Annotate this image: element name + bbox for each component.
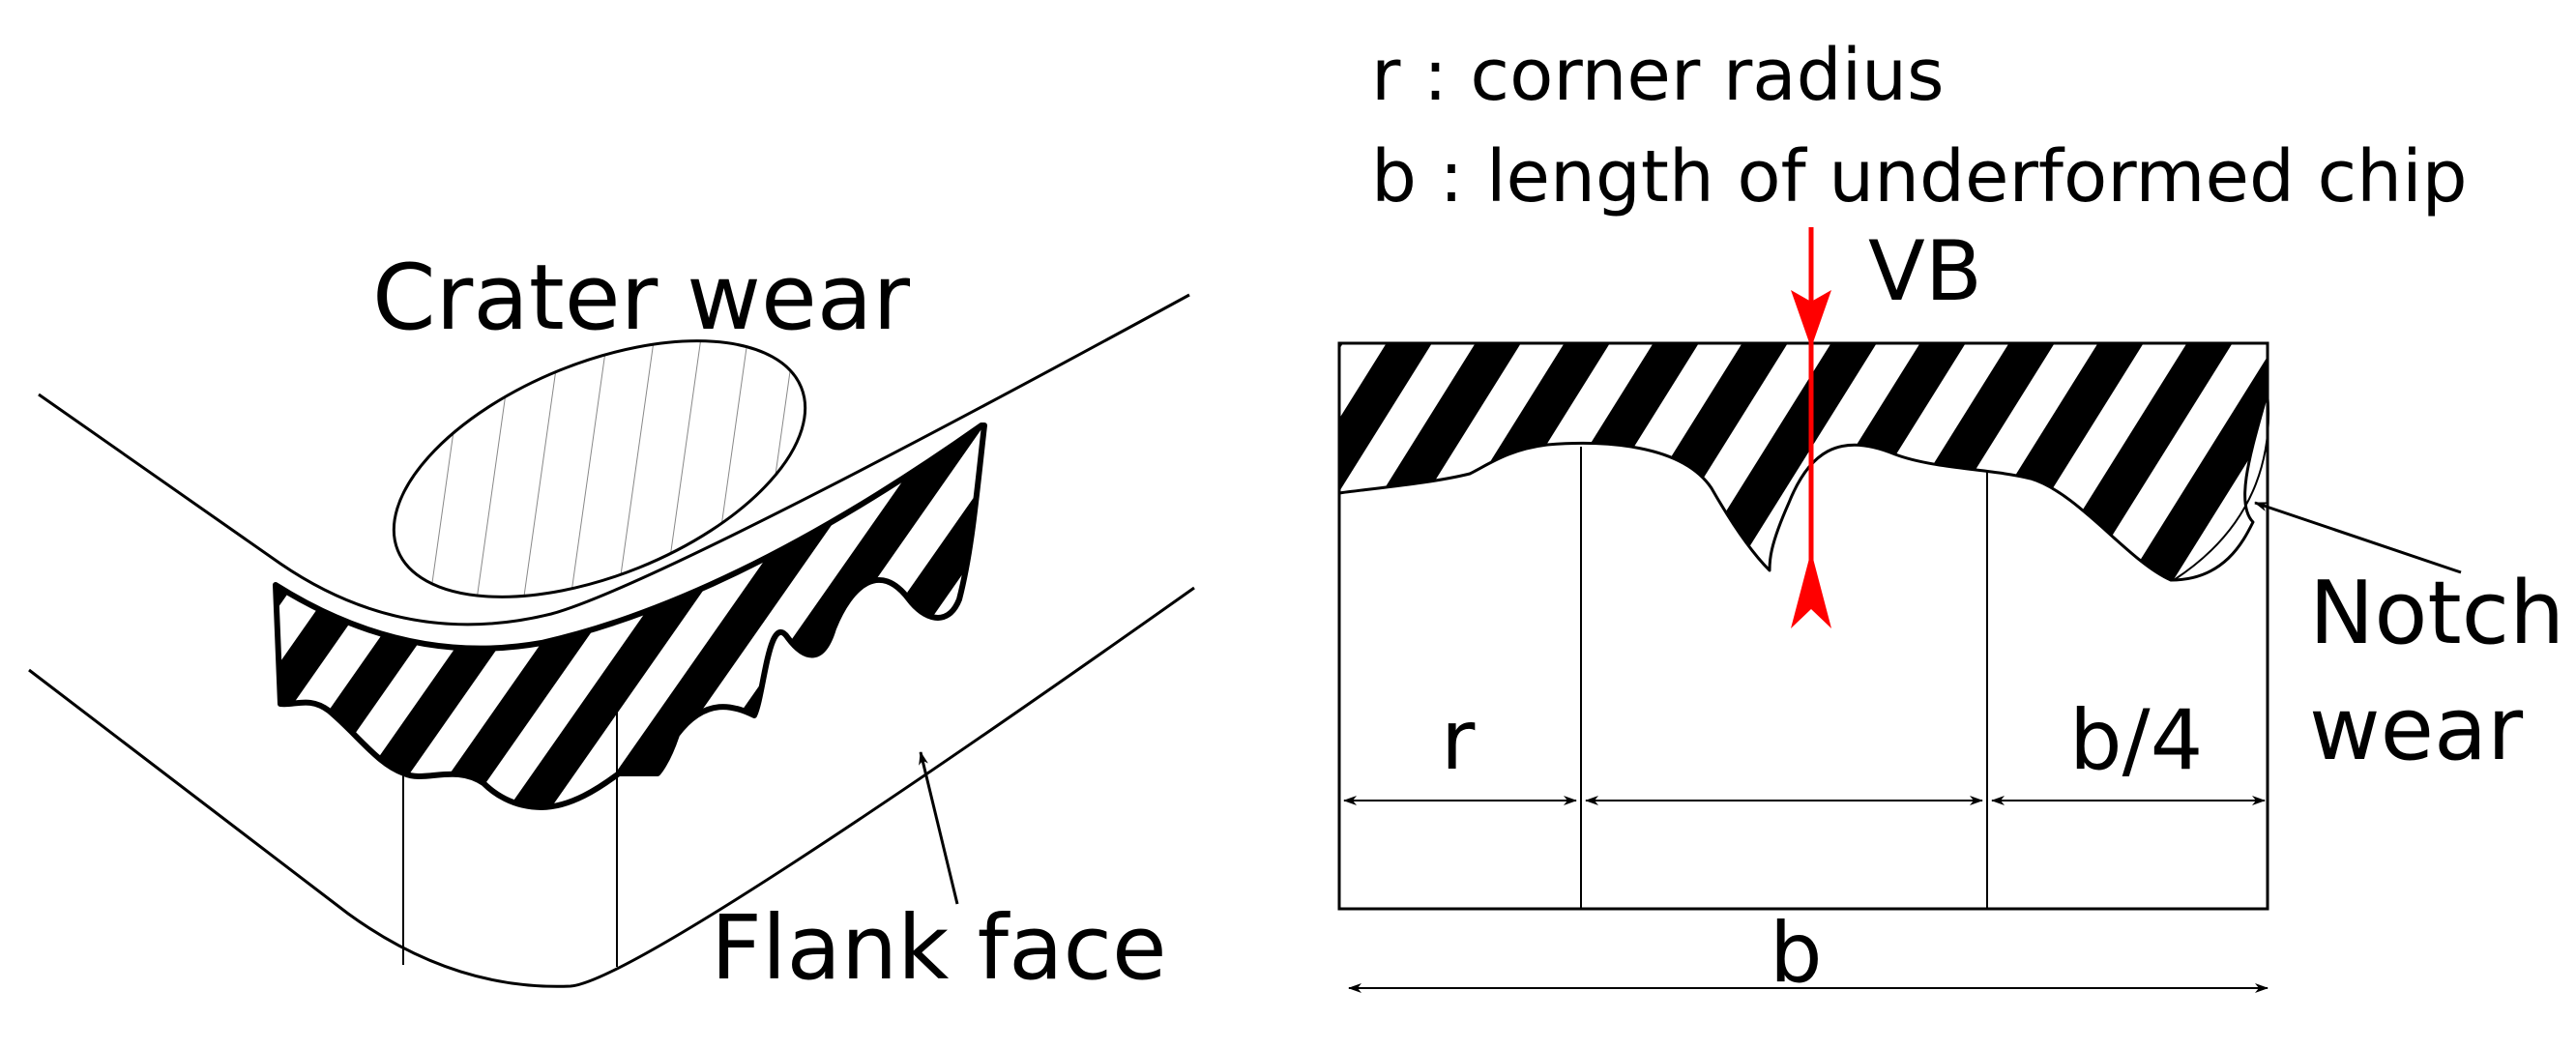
legend-corner-radius: r : corner radius: [1371, 34, 1945, 117]
vb-label: VB: [1868, 223, 1982, 320]
crater-wear-region: [392, 339, 807, 598]
flank-wear-band: [273, 423, 987, 810]
left-panel-insert: Crater wear Flank face: [28, 246, 1195, 1000]
right-panel-vb-schematic: r : corner radius b : length of underfor…: [1337, 34, 2564, 1002]
vb-marker: [1791, 227, 1831, 628]
flank-face-label: Flank face: [711, 896, 1167, 1000]
notch-wear-label-2: wear: [2309, 679, 2523, 780]
crater-wear-label: Crater wear: [372, 246, 910, 351]
notch-wear-label-1: Notch: [2309, 563, 2564, 664]
dimension-row: [1343, 796, 2269, 993]
dim-label-b: b: [1770, 905, 1823, 1002]
flank-face-arrow: [919, 751, 959, 905]
legend-chip-length: b : length of underformed chip: [1371, 135, 2468, 219]
notch-wear-curve: [2173, 391, 2270, 581]
dim-label-r: r: [1441, 692, 1476, 789]
dim-label-b4: b/4: [2069, 692, 2203, 789]
notch-wear-arrow: [2254, 501, 2462, 574]
vb-wear-band: [1337, 341, 2269, 582]
insert-lower-outline: [28, 586, 1195, 988]
rake-face-outline: [38, 293, 1190, 626]
